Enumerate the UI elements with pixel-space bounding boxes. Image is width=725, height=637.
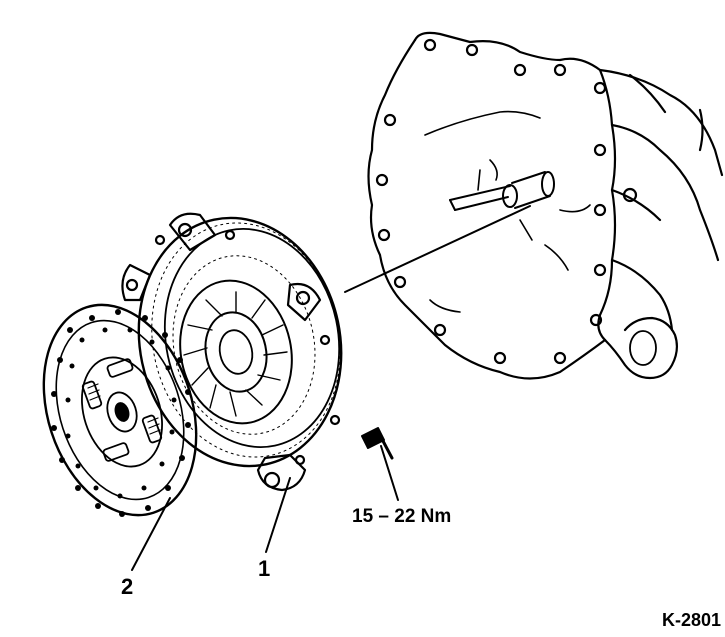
callout-2-label: 2 [121,574,134,599]
pressure-plate [121,212,343,492]
leader-line-torque [380,445,399,501]
leader-line-2 [131,497,171,571]
transmission-housing [367,31,724,380]
clutch-disc [42,303,198,517]
callout-1-label: 1 [258,556,271,581]
leader-line-1 [265,477,291,553]
figure-code-label: K-2801 [662,610,722,630]
torque-spec-label: 15 – 22 Nm [352,506,452,527]
alignment-line [344,205,531,293]
pressure-plate-bolt [361,427,394,460]
